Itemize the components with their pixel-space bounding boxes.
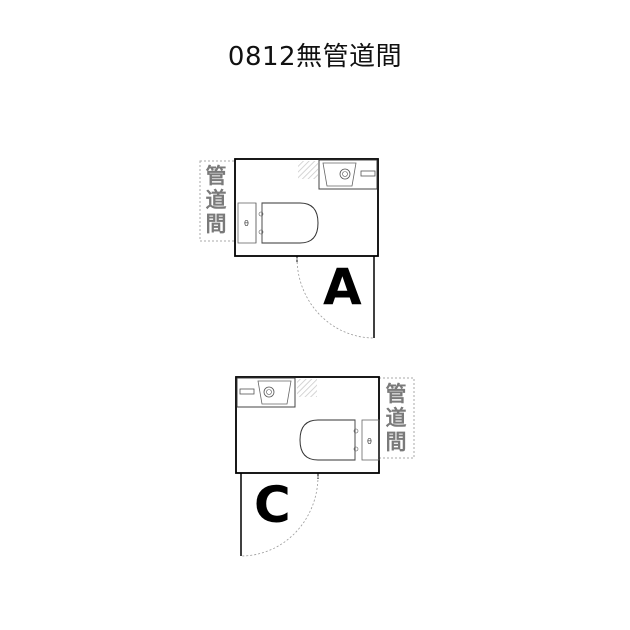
sink-a — [318, 159, 378, 190]
door-c — [240, 473, 319, 557]
hatch-block-c — [297, 379, 317, 397]
shaft-char: 間 — [385, 430, 407, 454]
svg-text:θ: θ — [367, 437, 372, 446]
plan-letter-a: A — [323, 258, 362, 316]
door-a — [296, 256, 375, 339]
plan-letter-c: C — [254, 476, 291, 534]
shaft-char: 道 — [205, 188, 227, 212]
shaft-char: 管 — [385, 382, 407, 406]
plan-c: θ — [235, 376, 415, 557]
svg-text:θ: θ — [244, 219, 249, 228]
toilet-a: θ — [237, 202, 319, 244]
pipe-shaft-label-a: 管 道 間 — [203, 164, 229, 236]
sink-c — [236, 377, 296, 408]
plan-a: θ — [199, 158, 379, 339]
pipe-shaft-a — [199, 160, 236, 242]
pipe-shaft-label-c: 管 道 間 — [383, 382, 409, 454]
room-a — [234, 158, 379, 257]
shaft-char: 管 — [205, 164, 227, 188]
hatch-block-a — [298, 161, 318, 179]
shaft-char: 道 — [385, 406, 407, 430]
shaft-char: 間 — [205, 212, 227, 236]
toilet-c: θ — [299, 419, 380, 461]
page-title: 0812無管道間 — [227, 42, 403, 72]
